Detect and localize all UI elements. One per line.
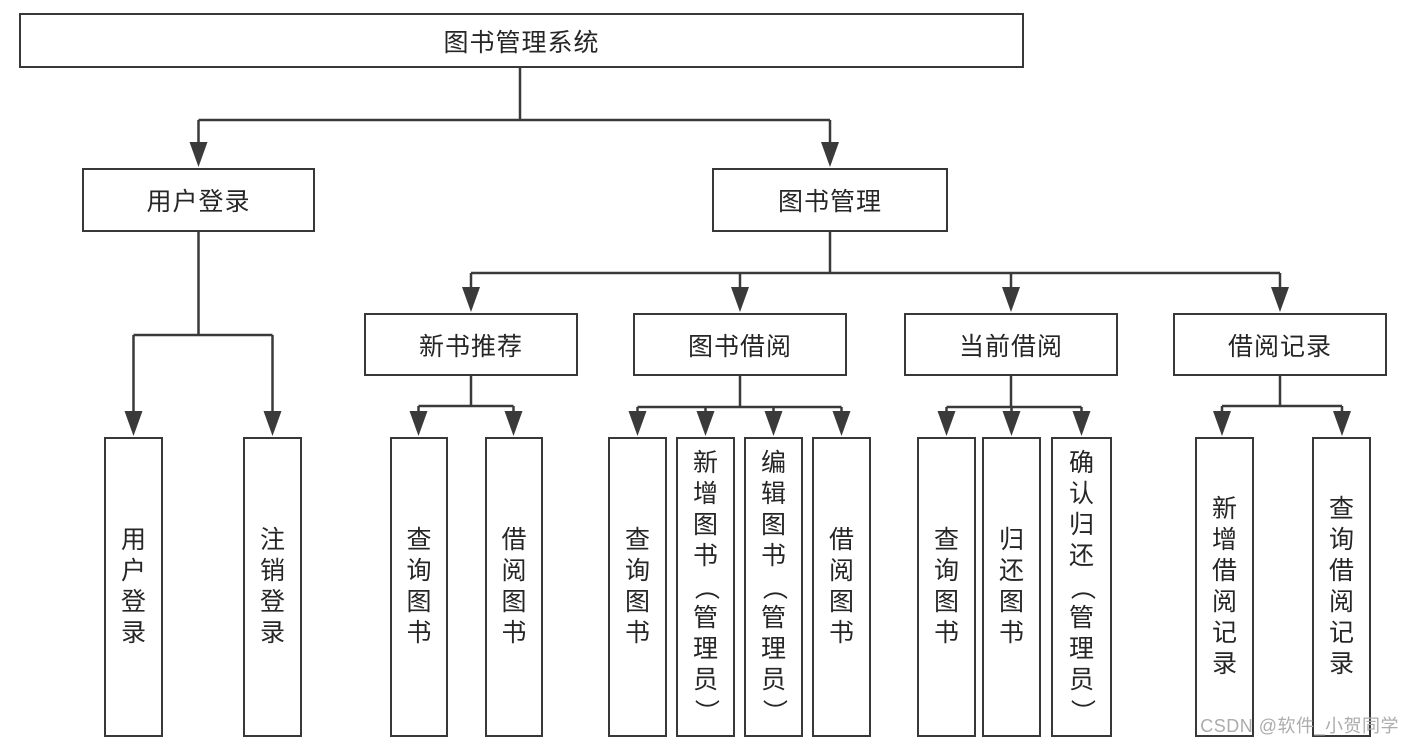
leaf-add-books-admin: 新增图书（管理员） <box>676 437 735 737</box>
connector-paths <box>132 68 1344 420</box>
leaf-logout: 注销登录 <box>243 437 302 737</box>
leaf-return-books: 归还图书 <box>982 437 1041 737</box>
leaf-edit-books-admin: 编辑图书（管理员） <box>744 437 803 737</box>
node-book-management-module: 图书管理 <box>712 168 948 232</box>
leaf-add-borrow-record: 新增借阅记录 <box>1195 437 1254 737</box>
leaf-user-login: 用户登录 <box>104 437 163 737</box>
leaf-query-books-recommend: 查询图书 <box>390 437 448 737</box>
leaf-borrow-books-recommend: 借阅图书 <box>485 437 543 737</box>
leaf-borrow-books: 借阅图书 <box>812 437 871 737</box>
leaf-query-borrow-record: 查询借阅记录 <box>1312 437 1371 737</box>
node-current-borrow: 当前借阅 <box>904 313 1118 376</box>
node-root-system: 图书管理系统 <box>19 13 1024 68</box>
node-book-borrow: 图书借阅 <box>633 313 847 376</box>
leaf-query-books-borrow: 查询图书 <box>608 437 667 737</box>
leaf-confirm-return-admin: 确认归还（管理员） <box>1051 437 1112 737</box>
leaf-query-books-current: 查询图书 <box>917 437 976 737</box>
arrowheads <box>124 142 1351 436</box>
node-user-login-module: 用户登录 <box>82 168 315 232</box>
node-borrow-records: 借阅记录 <box>1173 313 1387 376</box>
csdn-watermark: CSDN @软件_小贺同学 <box>1200 716 1399 736</box>
node-new-book-recommend: 新书推荐 <box>364 313 578 376</box>
